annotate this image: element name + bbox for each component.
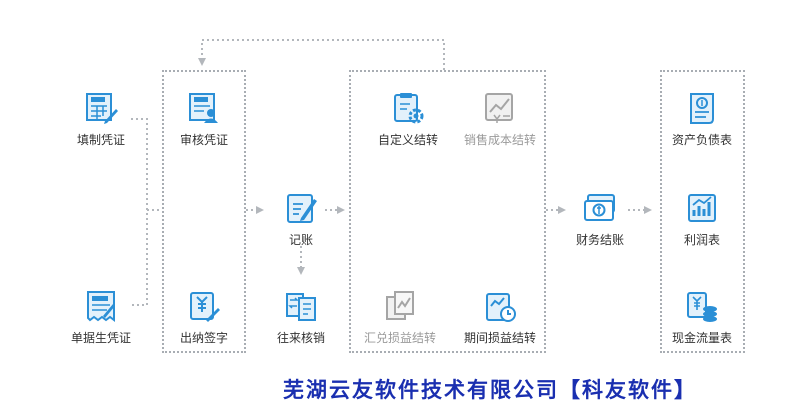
node-bill-voucher[interactable]: 单据生凭证 bbox=[51, 288, 151, 346]
node-financial-close[interactable]: 财务结账 bbox=[550, 190, 650, 248]
reports-group-box bbox=[660, 70, 745, 353]
node-fill-voucher[interactable]: 填制凭证 bbox=[51, 90, 151, 148]
node-label: 填制凭证 bbox=[76, 133, 125, 147]
node-label: 审核凭证 bbox=[179, 133, 228, 147]
income-statement-icon bbox=[688, 194, 716, 222]
review-group-box bbox=[162, 70, 246, 353]
node-label: 自定义结转 bbox=[377, 133, 438, 147]
node-label: 利润表 bbox=[683, 233, 720, 247]
node-sales-cost[interactable]: 销售成本结转 bbox=[450, 90, 550, 148]
reconcile-icon bbox=[286, 293, 316, 321]
node-label: 出纳签字 bbox=[179, 331, 228, 345]
node-balance-sheet[interactable]: 资产负债表 bbox=[652, 90, 752, 148]
node-income-statement[interactable]: 利润表 bbox=[652, 190, 752, 248]
node-label: 期间损益结转 bbox=[463, 331, 536, 345]
node-label: 单据生凭证 bbox=[70, 331, 131, 345]
transfer-group-box bbox=[349, 70, 546, 353]
node-bookkeeping[interactable]: 记账 bbox=[251, 190, 351, 248]
node-label: 销售成本结转 bbox=[463, 133, 536, 147]
node-cash-flow[interactable]: 现金流量表 bbox=[652, 288, 752, 346]
node-review-voucher[interactable]: 审核凭证 bbox=[154, 90, 254, 148]
loop-back-arrow bbox=[198, 39, 445, 70]
bookkeeping-icon bbox=[287, 194, 317, 223]
node-exchange-gain[interactable]: 汇兑损益结转 bbox=[350, 288, 450, 346]
node-label: 记账 bbox=[288, 233, 313, 247]
node-cashier-sign[interactable]: 出纳签字 bbox=[154, 288, 254, 346]
cash-flow-icon bbox=[687, 292, 717, 322]
node-label: 现金流量表 bbox=[671, 331, 732, 345]
source-bracket bbox=[131, 118, 148, 306]
node-period-gain[interactable]: 期间损益结转 bbox=[450, 288, 550, 346]
period-gain-icon bbox=[486, 293, 516, 322]
financial-close-icon bbox=[584, 194, 615, 221]
cashier-sign-icon bbox=[190, 292, 220, 322]
voucher-edit-icon bbox=[86, 93, 118, 124]
node-custom-transfer[interactable]: 自定义结转 bbox=[358, 90, 458, 148]
bill-voucher-icon bbox=[87, 291, 115, 322]
custom-transfer-icon bbox=[394, 93, 424, 124]
node-label: 财务结账 bbox=[575, 233, 624, 247]
node-label: 往来核销 bbox=[276, 331, 325, 345]
voucher-review-icon bbox=[189, 93, 218, 123]
company-footer: 芜湖云友软件技术有限公司【科友软件】 bbox=[283, 377, 697, 402]
balance-sheet-icon bbox=[690, 93, 714, 124]
exchange-gain-icon bbox=[386, 291, 414, 320]
node-reconcile[interactable]: 往来核销 bbox=[251, 288, 351, 346]
sales-cost-icon bbox=[485, 93, 513, 123]
node-label: 汇兑损益结转 bbox=[363, 331, 436, 345]
node-label: 资产负债表 bbox=[671, 133, 732, 147]
